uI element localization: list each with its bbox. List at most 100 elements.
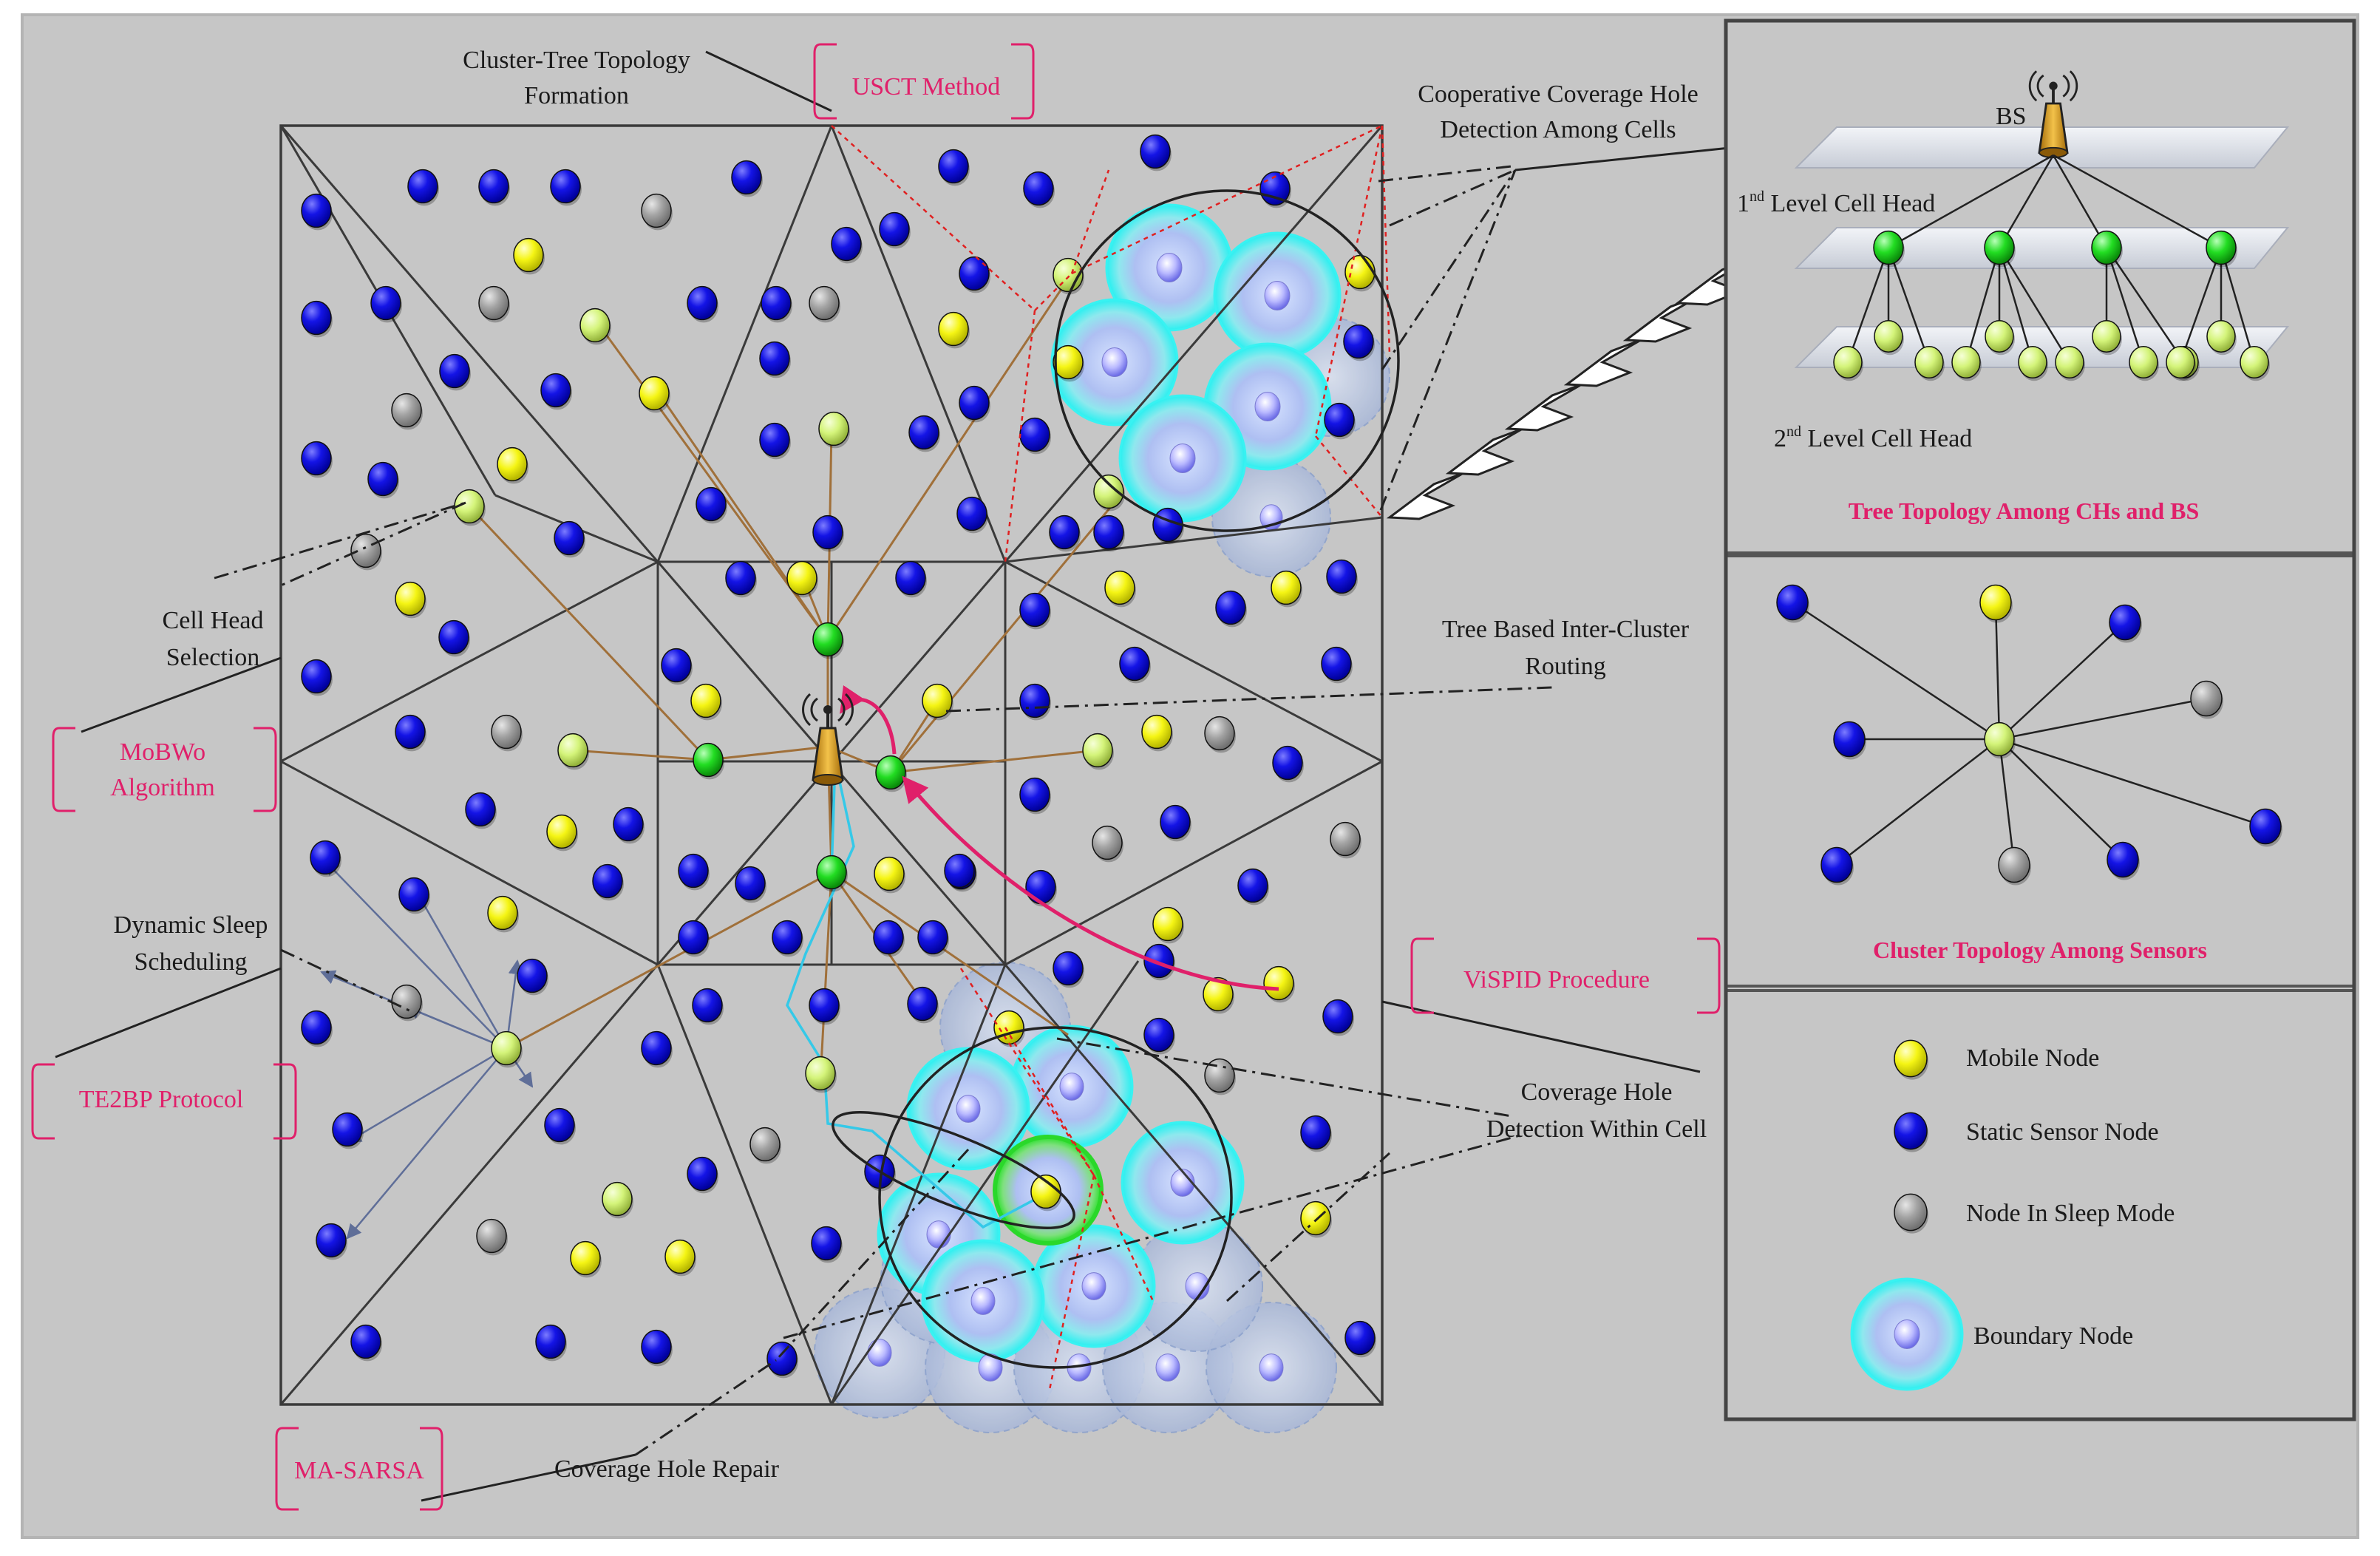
leader-line	[55, 967, 282, 1059]
tree-edge	[1888, 154, 2054, 249]
static-sensor-node	[332, 1112, 363, 1147]
legend-sleep-label: Node In Sleep Mode	[1966, 1200, 2175, 1227]
static-sensor-node	[1272, 745, 1303, 781]
static-sensor-node	[908, 415, 939, 450]
cluster-edge	[1999, 697, 2207, 741]
cell-edge	[1004, 516, 1383, 563]
mobile-node	[786, 560, 817, 596]
static-sensor-node	[301, 300, 332, 336]
member-link	[656, 391, 829, 640]
mobile-node	[993, 1010, 1024, 1045]
mobile-node	[874, 856, 905, 891]
static-sensor-node	[1160, 804, 1191, 840]
static-sensor-node	[873, 920, 904, 955]
coop-detection-link	[831, 125, 1036, 311]
static-sensor-node	[398, 877, 429, 912]
boundary-node-core	[1254, 391, 1281, 422]
mobile-node	[1979, 584, 2012, 621]
svg-text:Tree Based Inter-Cluster: Tree Based Inter-Cluster	[1442, 616, 1690, 643]
boundary-node-core	[1156, 252, 1183, 283]
secondary-cell-head-node	[1874, 319, 1903, 353]
label-bracket	[31, 1063, 297, 1140]
static-sensor-node	[944, 853, 975, 889]
secondary-cell-head-node	[1984, 721, 2015, 757]
secondary-cell-head-node	[2166, 345, 2195, 379]
member-link	[468, 505, 710, 761]
svg-text:Detection Among Cells: Detection Among Cells	[1440, 116, 1676, 143]
static-sensor-node	[678, 853, 709, 889]
secondary-cell-head-node	[1985, 319, 2014, 353]
static-sensor-node	[1300, 1115, 1331, 1150]
label-bracket	[275, 1427, 443, 1511]
static-sensor-node	[772, 920, 803, 955]
static-sensor-node	[1053, 951, 1084, 986]
tree-edge	[2179, 247, 2223, 363]
secondary-cell-head-node	[1093, 474, 1124, 509]
static-sensor-node	[812, 514, 843, 550]
static-sensor-node	[1023, 171, 1054, 206]
mobile-node	[1344, 254, 1376, 290]
svg-text:Cooperative Coverage Hole: Cooperative Coverage Hole	[1418, 81, 1699, 108]
boundary-node-core	[1059, 1073, 1084, 1101]
label-cluster-tree-formation: Cluster-Tree Topology Formation	[463, 47, 690, 109]
label-mobwo-algorithm: MoBWo Algorithm	[110, 738, 215, 801]
tree-edge	[1887, 247, 1931, 363]
tree-edge	[2220, 247, 2256, 363]
secondary-cell-head-node	[1951, 345, 1981, 379]
leader-line	[1056, 1037, 1512, 1118]
svg-text:Detection Within Cell: Detection Within Cell	[1486, 1115, 1707, 1143]
mobile-node	[1203, 976, 1234, 1012]
tree-edge	[1998, 247, 2034, 363]
level-plane	[1794, 227, 2290, 269]
static-sensor-node	[2107, 841, 2139, 878]
leader-line	[1378, 165, 1512, 183]
coop-detection-link	[1071, 124, 1383, 275]
static-sensor-node	[478, 169, 509, 204]
tree-panel-title: Tree Topology Among CHs and BS	[1849, 497, 2200, 524]
legend-mobile-label: Mobile Node	[1966, 1044, 2099, 1072]
member-link	[506, 871, 832, 1050]
leader-line	[280, 501, 466, 587]
signal-arc	[2062, 74, 2070, 98]
sensor-nodes	[301, 134, 1376, 1379]
static-sensor-node	[759, 422, 790, 458]
static-sensor-node	[350, 1324, 381, 1359]
static-sensor-node	[811, 1226, 842, 1261]
svg-text:Cluster-Tree Topology: Cluster-Tree Topology	[463, 47, 690, 74]
cell-head-node	[812, 622, 843, 657]
label-bracket	[813, 43, 1035, 120]
static-sensor-node	[696, 486, 727, 522]
cell-head-node	[2091, 230, 2122, 265]
sleep-node	[1092, 825, 1123, 860]
signal-arc	[2036, 74, 2044, 98]
bs-return-arrow	[840, 684, 897, 755]
tower-base	[812, 774, 843, 786]
leader-line	[1389, 169, 1516, 227]
tree-edge	[2105, 247, 2145, 363]
mobile-node	[922, 683, 953, 718]
secondary-cell-head-node	[2206, 319, 2236, 353]
sleep-node	[641, 193, 672, 228]
flow-chevron	[1622, 294, 1701, 343]
cluster-edge	[1792, 601, 2000, 741]
cell-edge	[1004, 760, 1383, 966]
mobile-node	[1263, 965, 1294, 1001]
static-sensor-node	[544, 1107, 575, 1143]
cluster-edge	[1836, 738, 2000, 866]
mobile-node	[570, 1240, 601, 1276]
coverage-repair-route	[786, 761, 1050, 1229]
sleep-node	[1330, 821, 1361, 857]
leader-line	[783, 1133, 1523, 1339]
signal-arc	[844, 693, 854, 727]
static-sensor-node	[1833, 721, 1866, 758]
leader-line	[705, 50, 832, 112]
label-bracket	[1410, 937, 1721, 1014]
static-sensor-node	[1321, 646, 1352, 682]
boundary-node-core	[970, 1287, 996, 1315]
label-bracket-path	[275, 1427, 443, 1511]
secondary-cell-head-node	[2018, 345, 2047, 379]
mobile-node	[1053, 344, 1084, 380]
leader-line	[81, 656, 282, 733]
label-bracket-path	[1410, 937, 1721, 1014]
sleep-node	[476, 1218, 507, 1254]
